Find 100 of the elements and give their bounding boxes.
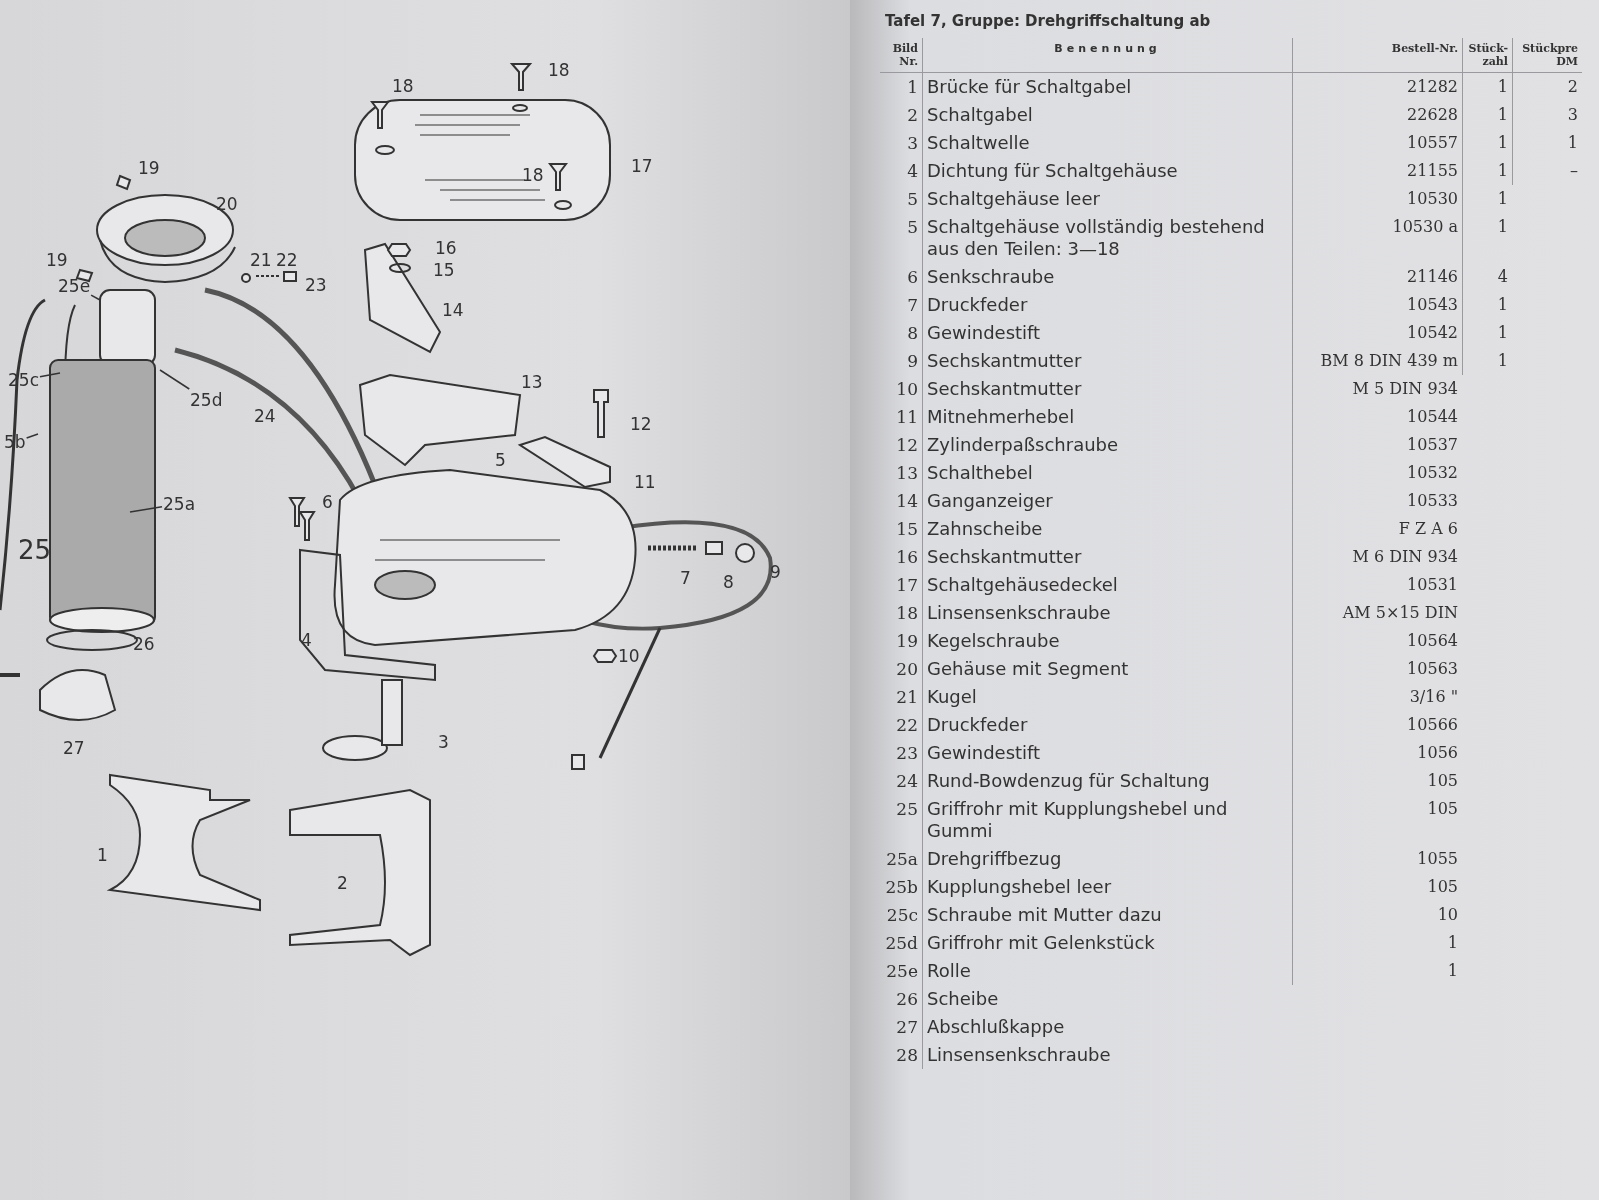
- row-number: 5: [906, 216, 919, 239]
- callout-number: 20: [216, 194, 238, 214]
- part-name: Drehgriffbezug: [922, 845, 1292, 873]
- part-name: Rund-Bowdenzug für Schaltung: [922, 767, 1292, 795]
- callout-number: 4: [301, 630, 312, 650]
- order-number: 105: [1292, 873, 1462, 901]
- order-number: 3/16 ": [1292, 683, 1462, 711]
- part-name: Sechskantmutter: [922, 543, 1292, 571]
- row-number: 21: [895, 686, 919, 709]
- callout-number: 11: [634, 472, 656, 492]
- order-number: 10533: [1292, 487, 1462, 515]
- callout-number: 26: [133, 634, 155, 654]
- row-number: 13: [895, 462, 919, 485]
- order-number: 10557: [1292, 129, 1462, 157]
- order-number: 105: [1292, 767, 1462, 795]
- order-number: 10544: [1292, 403, 1462, 431]
- part-name: Mitnehmerhebel: [922, 403, 1292, 431]
- callout-number: 25a: [163, 494, 196, 514]
- order-number: 1: [1292, 929, 1462, 957]
- order-number: 21282: [1292, 73, 1462, 101]
- part-name: Schaltwelle: [922, 129, 1292, 157]
- order-number: 10530: [1292, 185, 1462, 213]
- callout-number: 13: [521, 372, 543, 392]
- unit-price: –: [1512, 157, 1582, 185]
- column-header: Stück-zahl: [1462, 38, 1512, 73]
- part-name: Zahnscheibe: [922, 515, 1292, 543]
- callout-number: 23: [305, 275, 327, 295]
- order-number: 10566: [1292, 711, 1462, 739]
- leader-line: [39, 372, 61, 378]
- row-number: 9: [906, 350, 919, 373]
- row-number: 3: [906, 132, 919, 155]
- order-number: 1056: [1292, 739, 1462, 767]
- order-number: 10532: [1292, 459, 1462, 487]
- callout-number: 18: [522, 165, 544, 185]
- row-number: 25c: [885, 904, 919, 927]
- part-name: Schaltgabel: [922, 101, 1292, 129]
- part-name: Kupplungshebel leer: [922, 873, 1292, 901]
- part-name: Druckfeder: [922, 711, 1292, 739]
- part-name: Senkschraube: [922, 263, 1292, 291]
- part-name: Schaltgehäuse leer: [922, 185, 1292, 213]
- callout-number: 12: [630, 414, 652, 434]
- part-name: Kugel: [922, 683, 1292, 711]
- callout-number: 27: [63, 738, 85, 758]
- part-name: Gehäuse mit Segment: [922, 655, 1292, 683]
- row-number: 26: [895, 988, 919, 1011]
- quantity: 1: [1462, 73, 1512, 101]
- quantity: 1: [1462, 157, 1512, 185]
- row-number: 22: [895, 714, 919, 737]
- part-name: Sechskantmutter: [922, 375, 1292, 403]
- unit-price: 2: [1512, 73, 1582, 101]
- quantity: 1: [1462, 213, 1512, 263]
- part-name: Kegelschraube: [922, 627, 1292, 655]
- table-title: Tafel 7, Gruppe: Drehgriffschaltung ab: [885, 12, 1211, 30]
- quantity: 1: [1462, 319, 1512, 347]
- part-name: Schalthebel: [922, 459, 1292, 487]
- callout-number: 8: [723, 572, 734, 592]
- unit-price: 1: [1512, 129, 1582, 157]
- part-name: Linsensenkschraube: [922, 599, 1292, 627]
- row-number: 24: [895, 770, 919, 793]
- callout-number: 7: [680, 568, 691, 588]
- part-name: Dichtung für Schaltgehäuse: [922, 157, 1292, 185]
- part-name: Scheibe: [922, 985, 1292, 1013]
- row-number: 25a: [885, 848, 919, 871]
- row-number: 15: [895, 518, 919, 541]
- callout-number: 22: [276, 250, 298, 270]
- order-number: 1055: [1292, 845, 1462, 873]
- row-number: 12: [895, 434, 919, 457]
- order-number: 22628: [1292, 101, 1462, 129]
- part-name: Gewindestift: [922, 739, 1292, 767]
- part-name: Rolle: [922, 957, 1292, 985]
- callout-number: 16: [435, 238, 457, 258]
- quantity: 1: [1462, 129, 1512, 157]
- row-number: 5: [906, 188, 919, 211]
- order-number: 10563: [1292, 655, 1462, 683]
- callout-number: 25: [18, 540, 52, 560]
- part-name: Brücke für Schaltgabel: [922, 73, 1292, 101]
- order-number: 10543: [1292, 291, 1462, 319]
- callout-number: 19: [46, 250, 68, 270]
- quantity: 1: [1462, 347, 1512, 375]
- order-number: 10: [1292, 901, 1462, 929]
- callout-number: 24: [254, 406, 276, 426]
- column-header: Benennung: [922, 38, 1292, 73]
- leader-line: [25, 433, 39, 439]
- row-number: 25d: [884, 932, 919, 955]
- row-number: 17: [895, 574, 919, 597]
- part-name: Zylinderpaßschraube: [922, 431, 1292, 459]
- order-number: 10531: [1292, 571, 1462, 599]
- part-name: Schaltgehäusedeckel: [922, 571, 1292, 599]
- order-number: 10542: [1292, 319, 1462, 347]
- row-number: 27: [895, 1016, 919, 1039]
- order-number: 21146: [1292, 263, 1462, 291]
- row-number: 14: [895, 490, 919, 513]
- order-number: M 5 DIN 934: [1292, 375, 1462, 403]
- callout-number: 1: [97, 845, 108, 865]
- part-name: Linsensenkschraube: [922, 1041, 1292, 1069]
- callout-number: 14: [442, 300, 464, 320]
- quantity: 1: [1462, 185, 1512, 213]
- unit-price: 3: [1512, 101, 1582, 129]
- row-number: 11: [895, 406, 919, 429]
- part-name: Druckfeder: [922, 291, 1292, 319]
